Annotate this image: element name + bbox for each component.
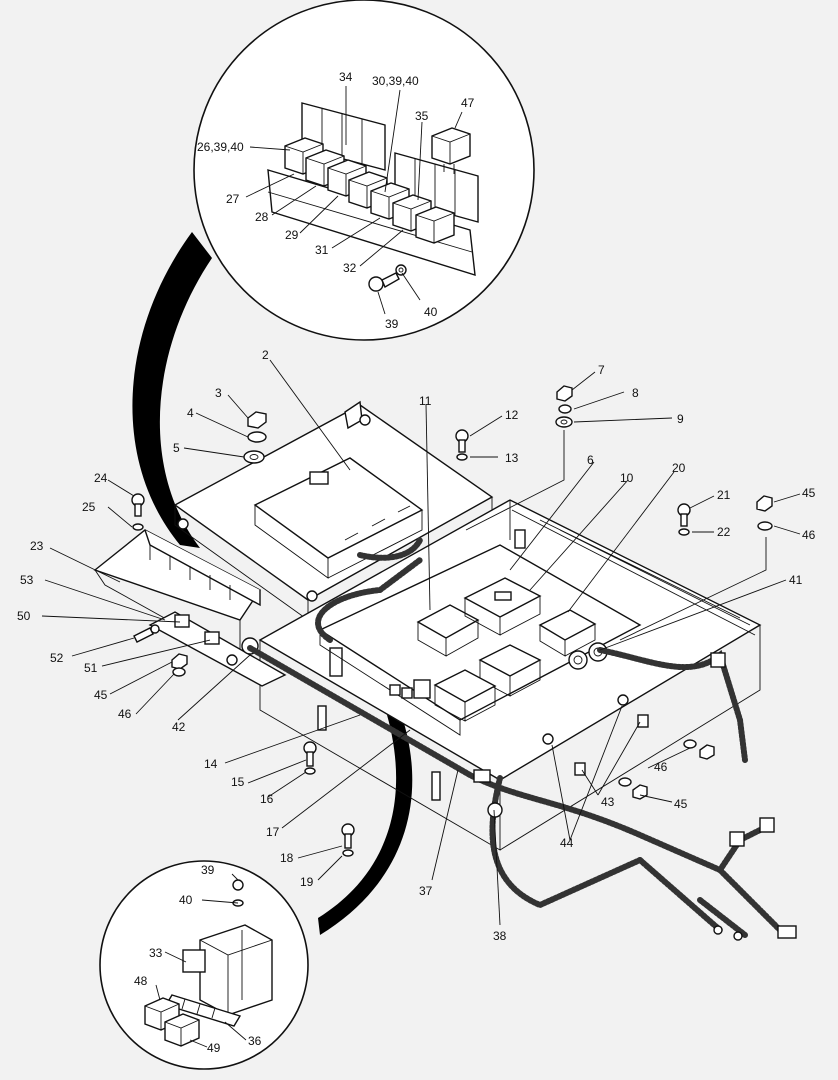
controller-module [253, 457, 424, 579]
callout-45-left: 45 [94, 688, 108, 702]
callout-50: 50 [17, 609, 31, 623]
detail-connector-top [132, 232, 212, 548]
relay-cubes [284, 137, 455, 244]
callout-11: 11 [419, 394, 432, 408]
callout-39-top: 39 [385, 317, 399, 331]
callout-3: 3 [215, 386, 222, 400]
callout-37: 37 [419, 884, 433, 898]
callout-8: 8 [632, 386, 639, 400]
relay-panel-detail [267, 102, 479, 292]
callout-46-bottom: 46 [654, 760, 668, 774]
callout-4: 4 [187, 406, 194, 420]
callout-28: 28 [255, 210, 269, 224]
callout-38: 38 [493, 929, 507, 943]
callout-16: 16 [260, 792, 274, 806]
callout-53: 53 [20, 573, 34, 587]
callout-18: 18 [280, 851, 294, 865]
callout-40-bottom: 40 [179, 893, 193, 907]
callout-19: 19 [300, 875, 314, 889]
callout-13: 13 [505, 451, 519, 465]
callout-41: 41 [789, 573, 803, 587]
washer-40-detail [395, 264, 407, 276]
callout-46-left: 46 [118, 707, 132, 721]
callout-7: 7 [598, 363, 605, 377]
callout-34: 34 [339, 70, 353, 84]
callout-21: 21 [717, 488, 731, 502]
module-20 [538, 609, 597, 657]
relay-bracket [93, 529, 287, 687]
callout-23: 23 [30, 539, 44, 553]
callout-40-top: 40 [424, 305, 438, 319]
callout-5: 5 [173, 441, 180, 455]
relay-47 [431, 127, 471, 174]
callout-27: 27 [226, 192, 240, 206]
callout-42: 42 [172, 720, 186, 734]
callout-14: 14 [204, 757, 218, 771]
callout-45-right: 45 [802, 486, 816, 500]
module-front [433, 669, 497, 722]
callout-29: 29 [285, 228, 299, 242]
callout-35: 35 [415, 109, 429, 123]
fasteners [131, 385, 773, 857]
detail-connector-bottom [318, 705, 413, 935]
callout-49: 49 [207, 1041, 221, 1055]
relay-49 [164, 1013, 200, 1047]
callout-30-39-40: 30,39,40 [372, 74, 419, 88]
callout-32: 32 [343, 261, 357, 275]
callout-46-right: 46 [802, 528, 816, 542]
callout-44: 44 [560, 836, 574, 850]
callout-36: 36 [248, 1034, 262, 1048]
screw-39-detail [368, 272, 400, 292]
callout-2: 2 [262, 348, 269, 362]
callout-17: 17 [266, 825, 280, 839]
callout-12: 12 [505, 408, 519, 422]
callout-26-39-40: 26,39,40 [197, 140, 244, 154]
relay-detail-bottom [144, 879, 273, 1047]
callout-31: 31 [315, 243, 329, 257]
callout-47: 47 [461, 96, 475, 110]
leader-lines [41, 86, 801, 1048]
callout-labels: 34 30,39,40 47 35 26,39,40 27 28 29 31 3… [17, 70, 816, 1055]
callout-22: 22 [717, 525, 731, 539]
relay-bank-small [389, 679, 431, 699]
callout-39-bottom: 39 [201, 863, 215, 877]
callout-10: 10 [620, 471, 634, 485]
callout-15: 15 [231, 775, 245, 789]
callout-43: 43 [601, 795, 615, 809]
callout-52: 52 [50, 651, 64, 665]
callout-20: 20 [672, 461, 686, 475]
callout-9: 9 [677, 412, 684, 426]
callout-6: 6 [587, 453, 594, 467]
callout-25: 25 [82, 500, 96, 514]
module-11 [416, 604, 480, 657]
callout-33: 33 [149, 946, 163, 960]
callout-51: 51 [84, 661, 98, 675]
callout-45-bottom: 45 [674, 797, 688, 811]
callout-24: 24 [94, 471, 108, 485]
module-6 [463, 577, 542, 636]
harness-connectors [473, 652, 797, 941]
callout-48: 48 [134, 974, 148, 988]
